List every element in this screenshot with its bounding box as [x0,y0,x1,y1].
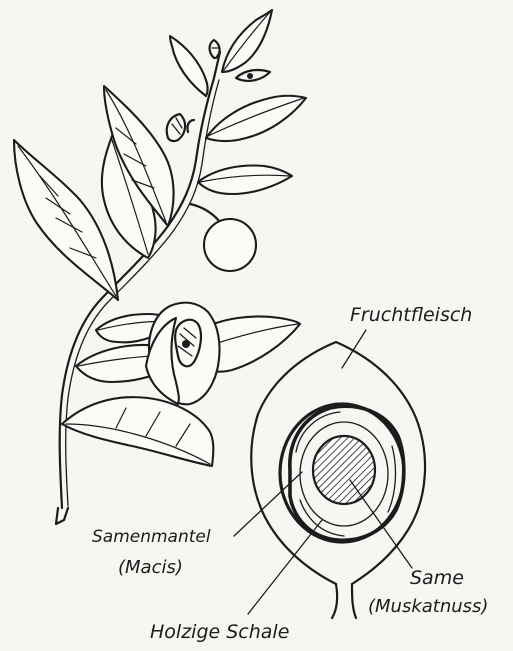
fruit-stalk [190,204,220,222]
label-muskatnuss: (Muskatnuss) [368,597,488,617]
cross-section-stalk [332,584,337,618]
leaf-bottom [62,397,213,466]
open-fruit [146,303,220,405]
label-samenmantel: Samenmantel [92,528,211,547]
leaf-top-left [170,36,208,96]
label-holzige-schale: Holzige Schale [150,622,289,643]
leader-holzige-schale [248,520,322,614]
nutmeg-branch [14,10,306,524]
leaf-upper-left [14,140,118,300]
label-fruchtfleisch: Fruchtfleisch [350,305,472,326]
nutmeg-seed [313,436,375,504]
label-same: Same [410,568,464,589]
leader-fruchtfleisch [342,330,366,368]
label-macis: (Macis) [118,558,183,578]
round-fruit [204,219,256,271]
